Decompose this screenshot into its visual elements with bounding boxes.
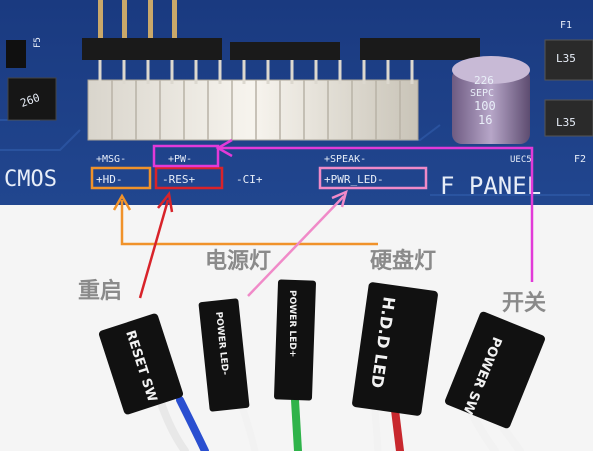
header-blocks — [82, 38, 480, 60]
msg-label: +MSG- — [96, 154, 126, 165]
pw-highlight-box — [152, 144, 220, 168]
connector-hdd-led: H.D.D LED — [352, 282, 438, 416]
reset-callout: 重启 — [78, 278, 122, 304]
pwr-led-highlight-box — [318, 166, 428, 190]
red-arrow — [138, 191, 174, 299]
front-panel-header — [87, 60, 419, 141]
l35-top: L35 — [556, 52, 576, 65]
res-highlight-box — [154, 166, 224, 190]
hdd-led-callout: 硬盘灯 — [370, 248, 436, 274]
chip-code: 260 — [19, 91, 42, 110]
gold-pins — [98, 0, 177, 40]
f1-label: F1 — [560, 20, 572, 31]
connector-power-sw: POWER SW — [445, 311, 545, 429]
inductor-top — [544, 39, 593, 81]
small-component — [6, 40, 26, 68]
power-led-pos-text: POWER LED+ — [287, 290, 297, 357]
f2-label: F2 — [574, 154, 586, 165]
hd-label: +HD- — [96, 173, 123, 186]
cap-line-3: 100 — [474, 99, 496, 113]
orange-arrow — [112, 193, 378, 246]
f5-label: F5 — [33, 37, 43, 48]
cap-line-2: SEPC — [470, 88, 494, 99]
l35-bottom: L35 — [556, 116, 576, 129]
cap-line-1: 226 — [474, 74, 494, 87]
cmos-label: CMOS — [4, 167, 57, 192]
chip — [7, 77, 57, 121]
pink-arrow — [247, 189, 348, 297]
connector-power-led-pos: POWER LED+ — [274, 279, 316, 401]
cap-line-4: 16 — [478, 113, 492, 127]
uec5-label: UEC5 — [510, 155, 532, 165]
speak-label: +SPEAK- — [324, 154, 366, 165]
connector-reset-sw: RESET SW — [98, 313, 184, 415]
inductor-bottom — [544, 99, 593, 137]
pw-label: +PW- — [168, 154, 192, 165]
capacitor: 226 SEPC 100 16 — [452, 56, 530, 144]
power-led-callout: 电源灯 — [205, 249, 271, 274]
power-sw-callout: 开关 — [502, 291, 546, 316]
hd-highlight-box — [90, 166, 152, 190]
pwr-led-label: +PWR_LED- — [324, 173, 384, 186]
connector-power-led-neg: POWER LED- — [198, 298, 250, 412]
ci-label: -CI+ — [236, 173, 263, 186]
res-label: -RES+ — [162, 173, 195, 186]
magenta-arrow — [215, 138, 534, 282]
f-panel-label: F PANEL — [440, 172, 541, 200]
